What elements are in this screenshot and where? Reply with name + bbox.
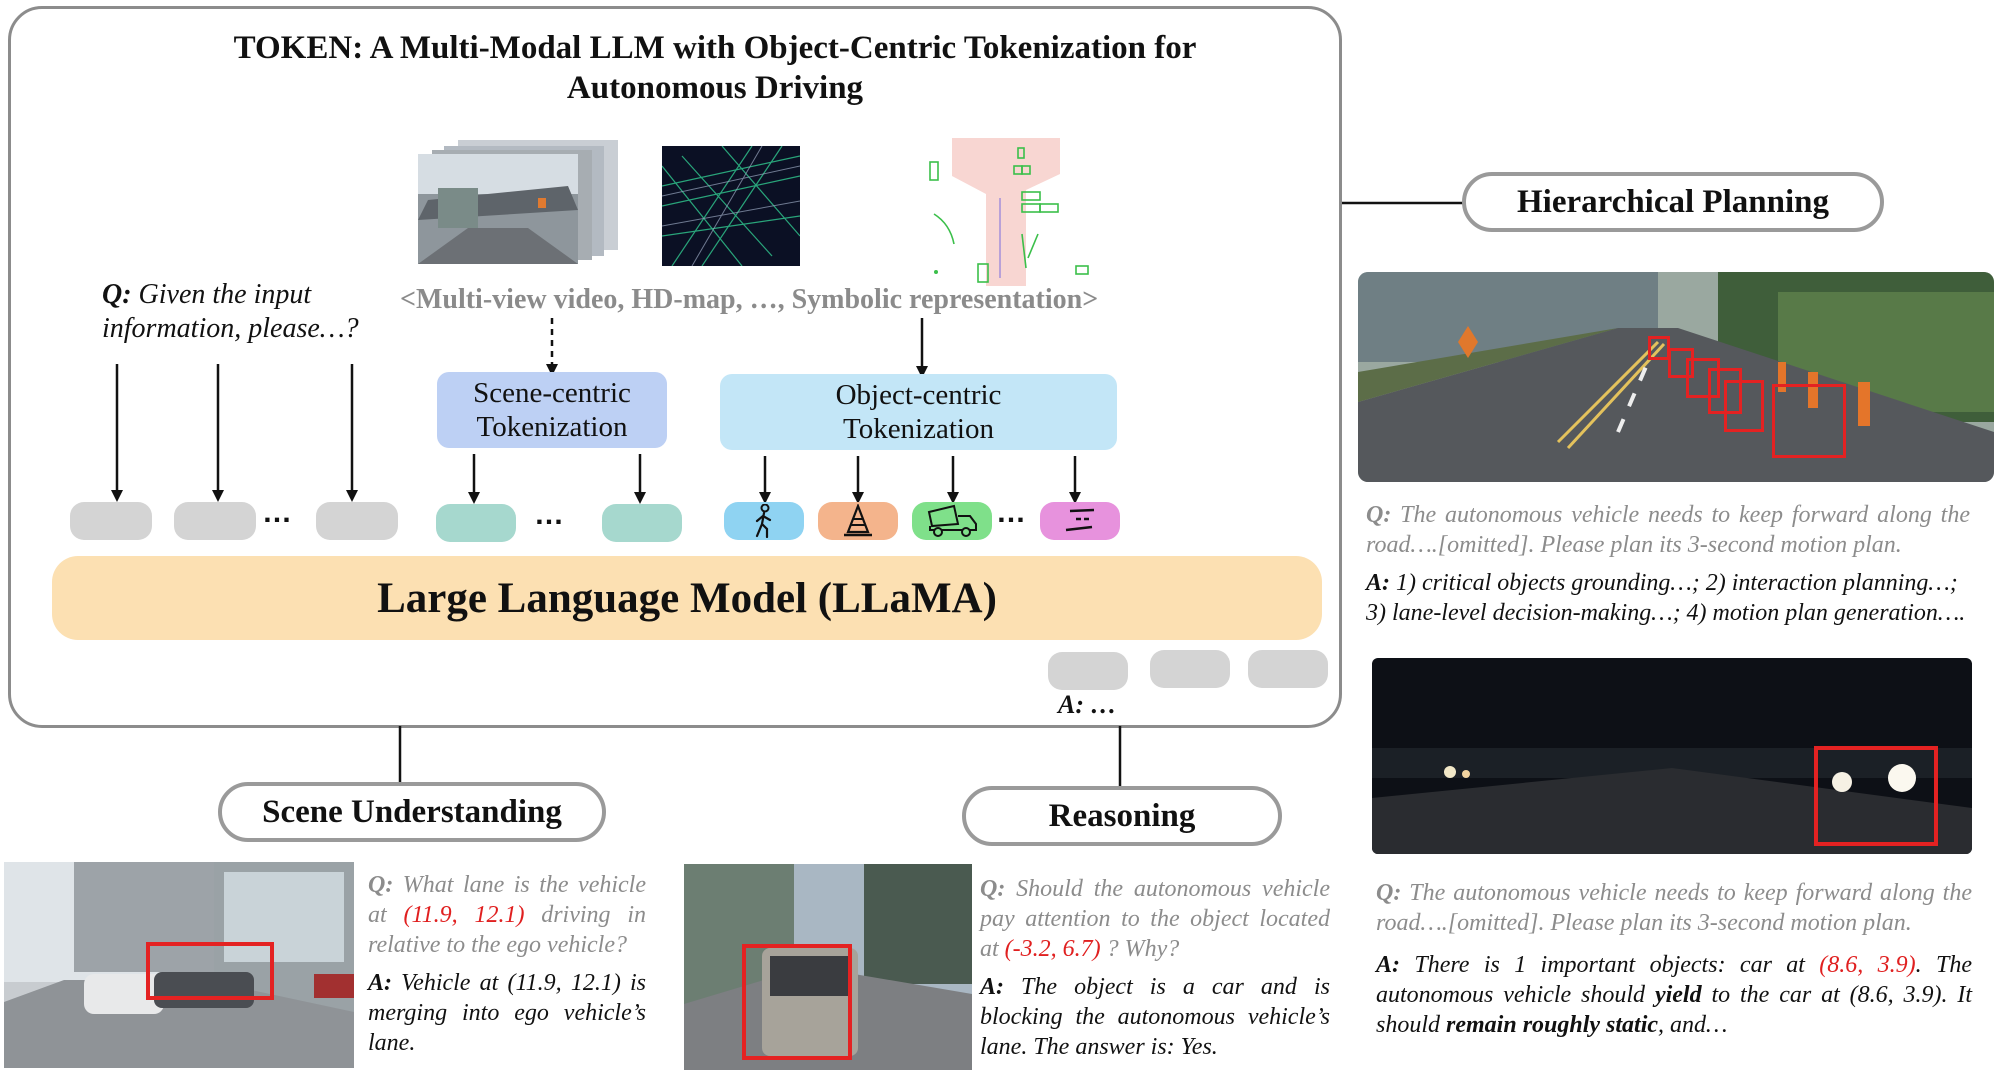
obj-tok-line-2: Tokenization bbox=[843, 413, 994, 445]
a-emphasis: yield bbox=[1654, 982, 1702, 1008]
highlighted-coordinate: (8.6, 3.9) bbox=[1819, 952, 1916, 978]
text-token bbox=[174, 502, 256, 540]
highlighted-coordinate: (11.9, 12.1) bbox=[403, 902, 525, 928]
scene-tok-line-2: Tokenization bbox=[476, 411, 628, 443]
a-text: to the car at (8.6, 3.9). It should bbox=[1376, 982, 1973, 1038]
question-text: Given the input information, please…? bbox=[102, 279, 359, 344]
lane-token bbox=[1040, 502, 1120, 540]
q-prefix: Q: bbox=[1366, 502, 1392, 528]
symbolic-representation-thumbnail bbox=[918, 138, 1094, 286]
pedestrian-icon bbox=[755, 504, 772, 538]
lane-lines-icon bbox=[1065, 508, 1095, 532]
highlight-box bbox=[1724, 380, 1764, 432]
scene-understanding-label: Scene Understanding bbox=[218, 782, 606, 842]
a-text: 1) critical objects grounding…; 2) inter… bbox=[1366, 570, 1966, 626]
text-token bbox=[316, 502, 398, 540]
q-prefix: Q: bbox=[368, 872, 394, 898]
llm-label: Large Language Model (LLaMA) bbox=[377, 574, 997, 622]
a-prefix: A: bbox=[980, 974, 1004, 1000]
q-text: ? Why? bbox=[1100, 936, 1180, 962]
q-text: What lane is the vehicle at bbox=[368, 872, 646, 928]
title-line-2: Autonomous Driving bbox=[566, 70, 864, 106]
title-line-1: TOKEN: A Multi-Modal LLM with Object-Cen… bbox=[233, 30, 1197, 66]
output-answer: A: … bbox=[1058, 690, 1117, 719]
a-text: Vehicle at (11.9, 12.1) is merging into … bbox=[368, 970, 646, 1056]
highlight-box bbox=[1814, 746, 1938, 846]
q-text: Should the autonomous vehicle pay attent… bbox=[980, 876, 1330, 962]
hd-map-thumbnail bbox=[662, 146, 800, 266]
dump-truck-icon bbox=[927, 504, 977, 537]
large-language-model-llama: Large Language Model (LLaMA) bbox=[52, 556, 1322, 640]
q-text: driving in relative to the ego vehicle? bbox=[368, 902, 646, 958]
highlight-box bbox=[742, 944, 852, 1060]
text-token bbox=[70, 502, 152, 540]
a-emphasis: remain roughly static bbox=[1446, 1012, 1659, 1038]
reasoning-photo bbox=[684, 864, 972, 1070]
a-text: The object is a car and is blocking the … bbox=[980, 974, 1330, 1060]
reasoning-qa: Q: Should the autonomous vehicle pay att… bbox=[980, 874, 1330, 1062]
highlight-box bbox=[146, 942, 274, 1000]
scene-understanding-qa: Q: What lane is the vehicle at (11.9, 12… bbox=[368, 870, 646, 1058]
highlight-box bbox=[1668, 348, 1694, 378]
highlight-box bbox=[1648, 336, 1670, 360]
a-text: . The autonomous vehicle should bbox=[1376, 952, 1972, 1008]
scene-understanding-photo bbox=[4, 862, 354, 1068]
object-centric-tokenization: Object-centric Tokenization bbox=[720, 374, 1117, 450]
planning-qa-2: Q: The autonomous vehicle needs to keep … bbox=[1376, 878, 1972, 1040]
scene-token bbox=[436, 504, 516, 542]
scene-token-ellipsis: … bbox=[534, 498, 566, 531]
highlight-box bbox=[1686, 358, 1720, 398]
a-prefix: A: bbox=[1376, 952, 1400, 978]
hierarchical-planning-label: Hierarchical Planning bbox=[1462, 172, 1884, 232]
question-prefix: Q: bbox=[102, 279, 132, 310]
pedestrian-token bbox=[724, 502, 804, 540]
traffic-cone-icon bbox=[844, 504, 872, 537]
planning-photo-night bbox=[1372, 658, 1972, 854]
scene-understanding-text: Scene Understanding bbox=[262, 793, 562, 830]
reasoning-text: Reasoning bbox=[1048, 797, 1196, 834]
scene-centric-tokenization: Scene-centric Tokenization bbox=[437, 372, 667, 448]
a-prefix: A: bbox=[368, 970, 392, 996]
reasoning-label: Reasoning bbox=[962, 786, 1282, 846]
highlight-box bbox=[1772, 384, 1846, 458]
planning-qa-1: Q: The autonomous vehicle needs to keep … bbox=[1366, 500, 1970, 628]
q-prefix: Q: bbox=[980, 876, 1006, 902]
multi-view-video-thumbnail bbox=[418, 140, 618, 264]
text-token-ellipsis: … bbox=[262, 496, 294, 529]
output-token bbox=[1150, 650, 1230, 688]
truck-token bbox=[912, 502, 992, 540]
a-text: , and… bbox=[1658, 1012, 1728, 1038]
output-token bbox=[1248, 650, 1328, 688]
scene-token bbox=[602, 504, 682, 542]
input-question: Q: Given the input information, please…? bbox=[102, 278, 402, 346]
object-token-ellipsis: … bbox=[996, 496, 1028, 529]
hierarchical-planning-text: Hierarchical Planning bbox=[1517, 183, 1829, 220]
planning-photo-day bbox=[1358, 272, 1994, 482]
traffic-cone-token bbox=[818, 502, 898, 540]
obj-tok-line-1: Object-centric bbox=[835, 379, 1002, 411]
q-prefix: Q: bbox=[1376, 880, 1402, 906]
a-prefix: A: bbox=[1366, 570, 1390, 596]
scene-tok-line-1: Scene-centric bbox=[473, 377, 631, 409]
output-token bbox=[1048, 652, 1128, 690]
diagram-title: TOKEN: A Multi-Modal LLM with Object-Cen… bbox=[120, 28, 1310, 108]
input-modalities-label: <Multi-view video, HD-map, …, Symbolic r… bbox=[400, 284, 1099, 315]
a-text: There is 1 important objects: car at bbox=[1400, 952, 1820, 978]
highlighted-coordinate: (-3.2, 6.7) bbox=[1004, 936, 1101, 962]
q-text: The autonomous vehicle needs to keep for… bbox=[1376, 880, 1972, 936]
q-text: The autonomous vehicle needs to keep for… bbox=[1366, 502, 1970, 558]
